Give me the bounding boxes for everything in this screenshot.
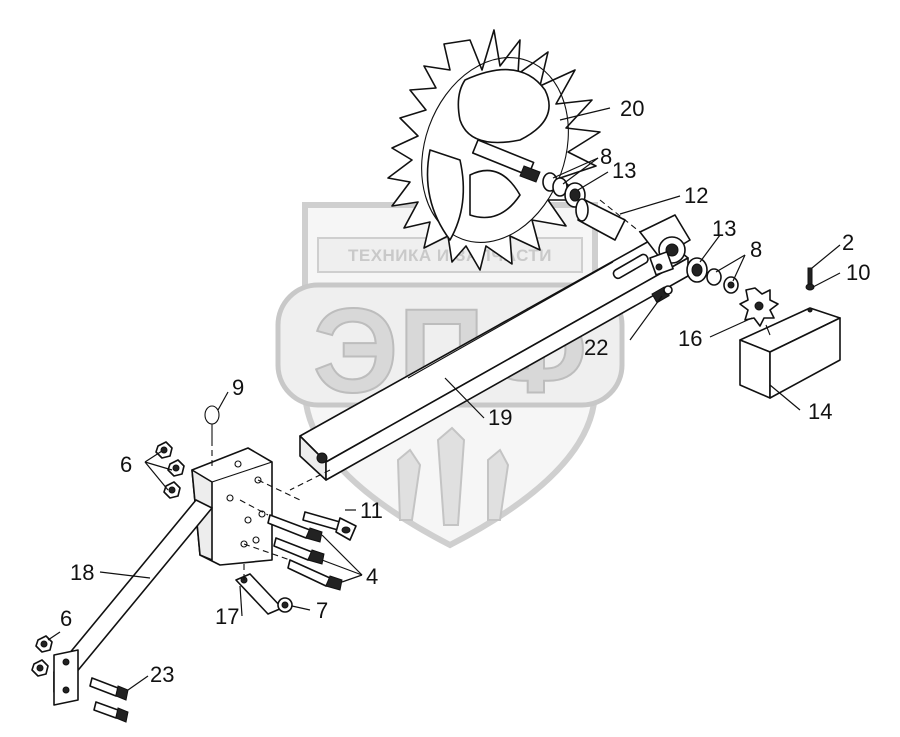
arm-slot [612,253,649,280]
pin-9 [204,405,220,440]
callout-2: 2 [842,230,854,255]
callout-17: 17 [215,604,239,629]
callout-16: 16 [678,326,702,351]
callout-6-lower: 6 [60,606,72,631]
bolts-23 [89,677,129,723]
assembly-lines [211,199,641,580]
bolts-4 [267,514,343,591]
callout-11: 11 [360,498,383,523]
callout-4: 4 [366,564,378,589]
callout-7: 7 [316,598,328,623]
wheel-hub-web [457,68,550,144]
small-sprocket [739,287,779,327]
nuts-6-lower [31,635,53,677]
pin-11 [302,511,357,541]
spacer-tube [575,198,626,241]
right-bearing-set [686,257,739,294]
callout-13-right: 13 [712,216,736,241]
callout-23: 23 [150,662,174,687]
callout-18: 18 [70,560,94,585]
callout-8-upper: 8 [600,144,612,169]
leader-lines [47,107,841,691]
callouts: 20 8 13 12 13 8 2 10 16 22 14 9 19 6 11 … [60,96,870,687]
bracket-17 [235,573,293,615]
callout-13-upper: 13 [612,158,636,183]
cover-plate [739,307,841,399]
callout-20: 20 [620,96,644,121]
callout-10: 10 [846,260,870,285]
callout-9: 9 [232,375,244,400]
screw-2 [805,267,815,291]
callout-8-right: 8 [750,237,762,262]
mounting-bracket [191,447,273,566]
callout-12: 12 [684,183,708,208]
watermark-wheat-icon [396,426,510,526]
grease-nipple [651,285,673,304]
long-bar [53,499,213,706]
spiked-wheel [387,29,601,271]
callout-22: 22 [584,335,608,360]
axle-thread [519,165,541,183]
callout-19: 19 [488,405,512,430]
callout-14: 14 [808,399,832,424]
main-arm [289,214,691,491]
callout-6-upper: 6 [120,452,132,477]
nuts-6-upper [155,441,185,499]
arm-bearing-flange [649,251,674,276]
